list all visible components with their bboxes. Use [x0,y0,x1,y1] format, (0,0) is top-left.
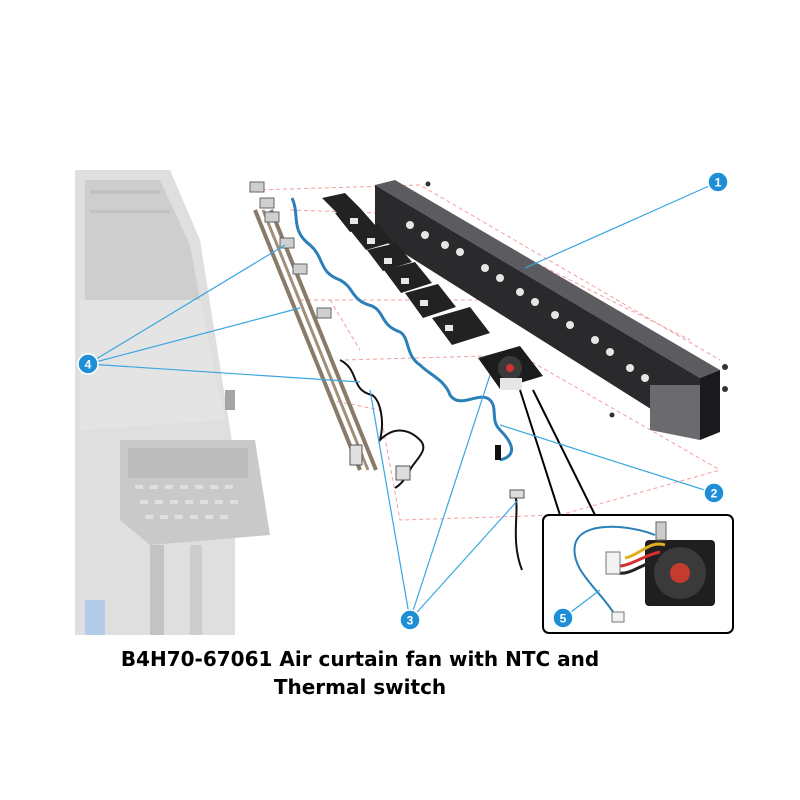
callout-1: 1 [707,171,729,193]
callout-3: 3 [399,609,421,631]
fan-unit [322,193,360,214]
callout-4: 4 [77,353,99,375]
rod-brackets [249,181,332,319]
svg-text:5: 5 [560,612,567,626]
fan-unit [367,243,412,271]
fan-housing [375,180,728,440]
fan-unit [405,284,456,318]
guide-rods [253,209,378,471]
blue-cable-harness [290,197,513,462]
callout-2: 2 [703,482,725,504]
thermal-switch-wiring [339,359,425,489]
printer-background [75,170,270,635]
fan-unit [350,224,393,250]
fan-row [322,193,543,390]
inset-detail [519,389,734,634]
caption-line-2: Thermal switch [273,675,447,699]
svg-text:2: 2 [711,487,718,501]
caption-line-1: B4H70-67061 Air curtain fan with NTC and [120,647,600,671]
fan-unit [478,346,543,390]
callout-5: 5 [552,607,574,629]
svg-text:4: 4 [85,358,92,372]
fan-unit [384,262,432,293]
fan-unit [432,307,490,345]
part-caption: B4H70-67061 Air curtain fan with NTC and… [0,645,720,701]
svg-text:1: 1 [715,176,722,190]
svg-text:3: 3 [407,614,414,628]
cable-connector [495,445,501,460]
